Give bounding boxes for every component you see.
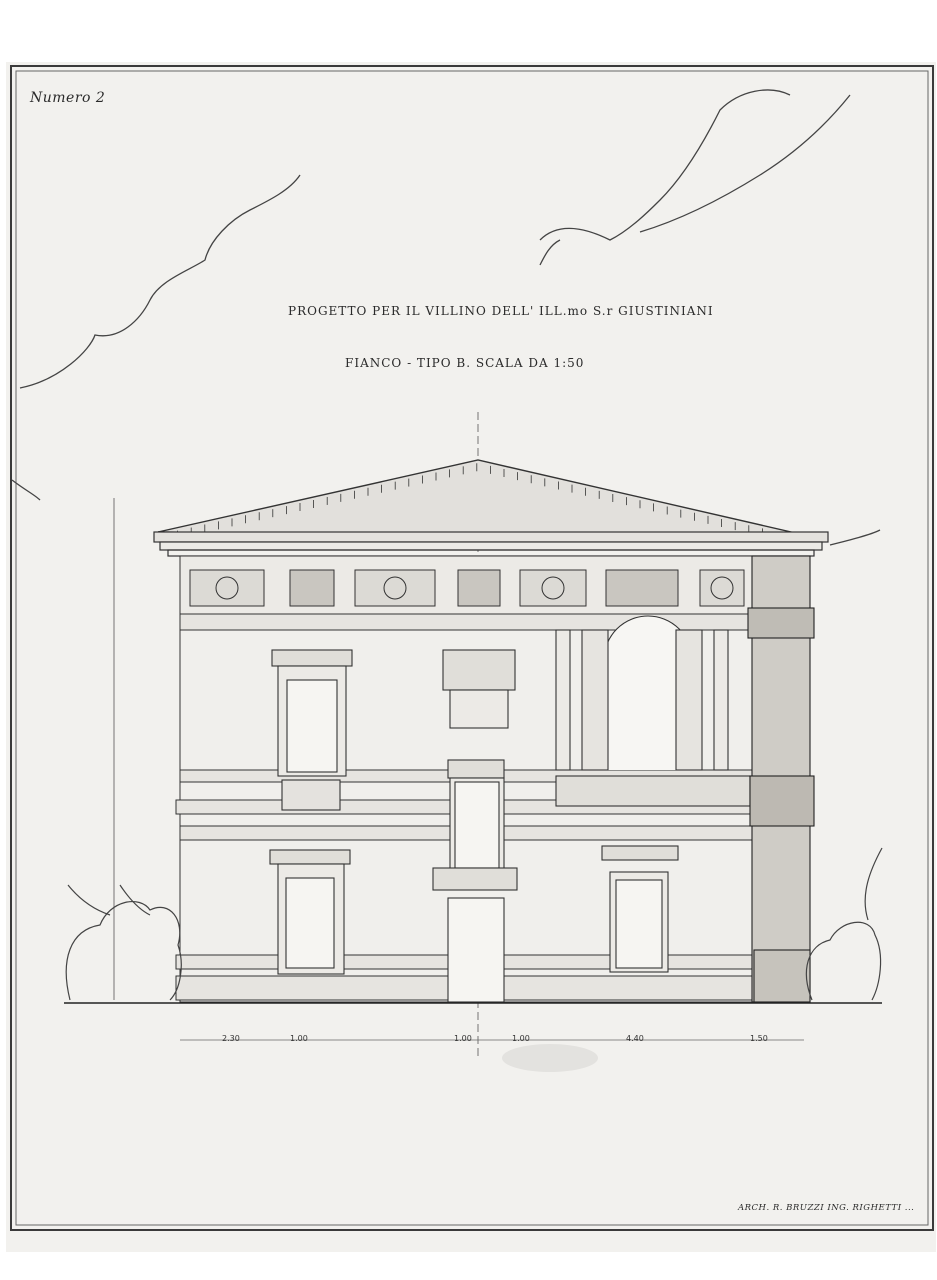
outer-border <box>10 65 934 1231</box>
frieze-medallion <box>541 576 565 600</box>
frieze-medallion <box>215 576 239 600</box>
frieze-panel <box>289 569 335 607</box>
windows <box>269 649 679 1003</box>
dimension-label: 1.00 <box>290 1034 308 1043</box>
frieze-relief <box>519 569 587 607</box>
dimension-label: 4.40 <box>626 1034 644 1043</box>
drawing-subtitle: FIANCO - TIPO B. SCALA DA 1:50 <box>345 356 585 370</box>
dimension-label: 1.00 <box>512 1034 530 1043</box>
frieze-panel <box>457 569 501 607</box>
sheet-number: Numero 2 <box>30 90 106 106</box>
frieze-medallion <box>710 576 734 600</box>
frieze-medallion <box>383 576 407 600</box>
paper-stain <box>502 1044 598 1072</box>
corner-pilaster <box>747 555 815 1003</box>
drawing-title: PROGETTO PER IL VILLINO DELL' ILL.mo S.r… <box>288 304 714 318</box>
frieze-panel <box>605 569 679 607</box>
inner-border <box>15 70 929 1226</box>
dimension-label: 2.30 <box>222 1034 240 1043</box>
arched-loggia <box>555 615 751 807</box>
dimension-label: 1.50 <box>750 1034 768 1043</box>
frieze-relief <box>354 569 436 607</box>
frieze <box>179 555 811 631</box>
dimension-label: 1.00 <box>454 1034 472 1043</box>
shrubs <box>65 847 883 1001</box>
frieze-relief <box>189 569 265 607</box>
frieze-relief <box>699 569 745 607</box>
architect-signature: ARCH. R. BRUZZI ING. RIGHETTI ... <box>738 1203 915 1213</box>
sky-sketch <box>11 89 881 546</box>
